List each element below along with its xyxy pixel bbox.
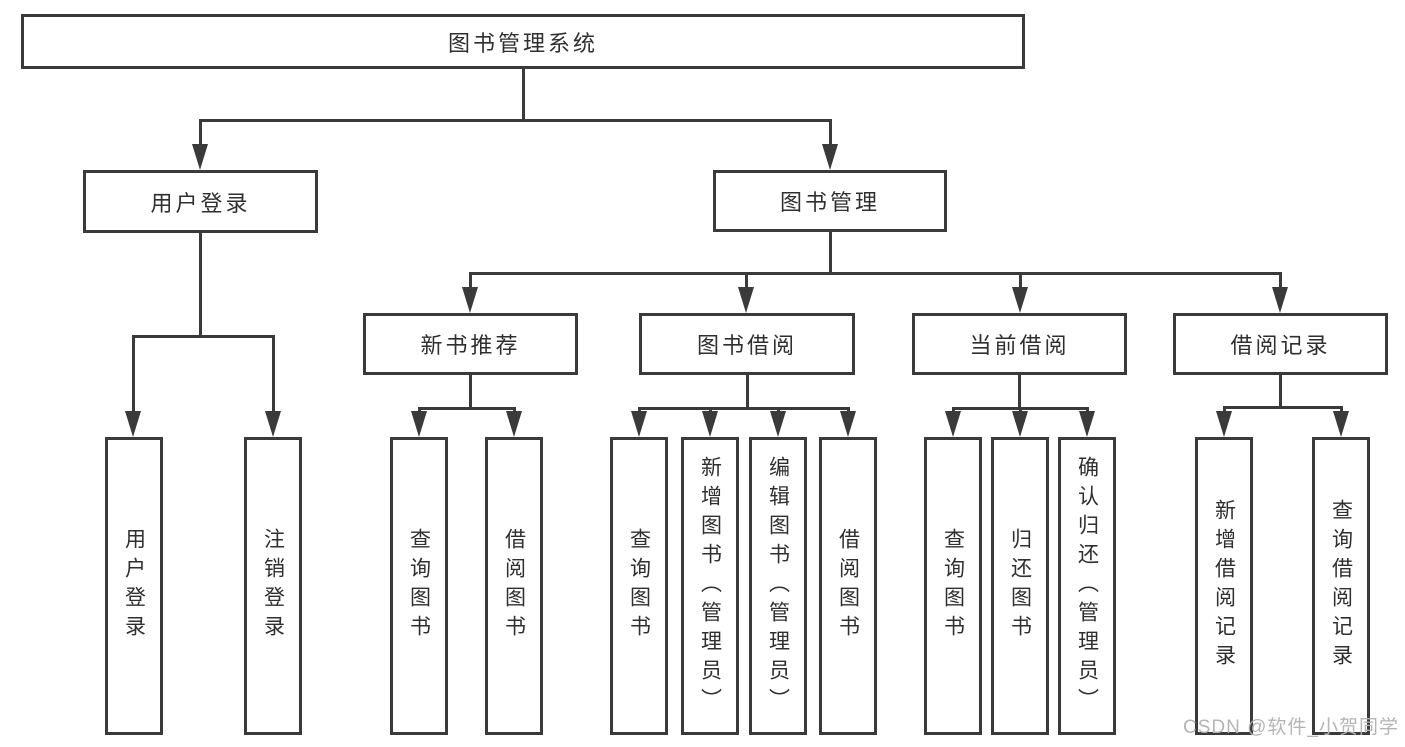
arrowhead-borrowrecord xyxy=(1272,287,1288,313)
leaf-logout: 注销登录 xyxy=(244,437,302,735)
leaf-edit-books-admin-label: 编辑图书（管理员） xyxy=(766,455,790,717)
connector-drop-user-login xyxy=(198,119,202,156)
connector-newbook-stem xyxy=(468,375,472,407)
leaf-confirm-return-admin: 确认归还（管理员） xyxy=(1058,437,1116,735)
leaf-borrow-books-recommend-label: 借阅图书 xyxy=(502,528,526,644)
leaf-add-borrow-record-label: 新增借阅记录 xyxy=(1212,499,1236,673)
leaf-query-books-recommend-label: 查询图书 xyxy=(407,528,431,644)
leaf-return-books: 归还图书 xyxy=(991,437,1049,735)
node-user-login: 用户登录 xyxy=(83,170,318,233)
arrowhead-cb1 xyxy=(945,411,961,437)
arrowhead-br2 xyxy=(1333,411,1349,437)
leaf-add-books-admin: 新增图书（管理员） xyxy=(681,437,739,735)
node-book-borrow-label: 图书借阅 xyxy=(696,333,797,358)
node-book-borrow: 图书借阅 xyxy=(639,313,855,375)
node-new-book-recommend-label: 新书推荐 xyxy=(420,333,521,358)
connector-drop-leaf-logout xyxy=(271,335,275,415)
leaf-query-borrow-record-label: 查询借阅记录 xyxy=(1329,499,1353,673)
connector-bb-bar xyxy=(637,407,850,410)
arrowhead-user-login xyxy=(192,144,208,170)
connector-bb-stem xyxy=(745,375,749,407)
node-borrow-records-label: 借阅记录 xyxy=(1230,333,1331,358)
root-node-label: 图书管理系统 xyxy=(447,30,598,56)
connector-root-bar xyxy=(198,119,832,122)
leaf-borrow-books-recommend: 借阅图书 xyxy=(485,437,543,735)
arrowhead-book-mgmt xyxy=(822,144,838,170)
connector-bookmgmt-bar xyxy=(468,272,1282,275)
connector-drop-br2 xyxy=(1339,406,1343,415)
node-user-login-label: 用户登录 xyxy=(150,190,251,216)
watermark: CSDN @软件_小贺同学 xyxy=(1183,717,1399,738)
leaf-query-books-current-label: 查询图书 xyxy=(941,528,965,644)
arrowhead-bookborrow xyxy=(738,287,754,313)
connector-br-stem xyxy=(1279,375,1282,406)
arrowhead-br1 xyxy=(1216,411,1232,437)
arrowhead-leaf-logout xyxy=(265,411,281,437)
connector-drop-leaf-login xyxy=(131,335,135,415)
node-new-book-recommend: 新书推荐 xyxy=(363,313,578,375)
connector-cb-stem xyxy=(1018,375,1021,407)
root-node: 图书管理系统 xyxy=(21,14,1025,69)
node-borrow-records: 借阅记录 xyxy=(1173,313,1388,375)
arrowhead-currentborrow xyxy=(1012,287,1028,313)
leaf-confirm-return-admin-label: 确认归还（管理员） xyxy=(1075,455,1099,717)
node-book-management-label: 图书管理 xyxy=(779,190,880,215)
leaf-query-borrow-record: 查询借阅记录 xyxy=(1312,437,1370,735)
leaf-user-login-label: 用户登录 xyxy=(122,528,146,644)
arrowhead-leaf-login xyxy=(125,411,141,437)
connector-bookmgmt-stem xyxy=(828,232,832,272)
leaf-edit-books-admin: 编辑图书（管理员） xyxy=(749,437,807,735)
arrowhead-cb3 xyxy=(1079,411,1095,437)
connector-drop-br1 xyxy=(1222,406,1226,415)
connector-newbook-bar xyxy=(417,407,516,410)
connector-drop-borrowrecord xyxy=(1278,272,1282,292)
arrowhead-bb1 xyxy=(631,411,647,437)
connector-drop-currentborrow xyxy=(1018,272,1022,292)
leaf-logout-label: 注销登录 xyxy=(261,528,285,644)
arrowhead-newbook xyxy=(462,287,478,313)
arrowhead-cb2 xyxy=(1012,411,1028,437)
connector-br-bar xyxy=(1222,406,1343,409)
leaf-user-login: 用户登录 xyxy=(105,437,163,735)
arrowhead-bb3 xyxy=(770,411,786,437)
arrowhead-bb2 xyxy=(702,411,718,437)
connector-userlogin-bar xyxy=(131,335,275,338)
connector-userlogin-stem xyxy=(198,233,202,335)
leaf-add-borrow-record: 新增借阅记录 xyxy=(1195,437,1253,735)
node-current-borrow-label: 当前借阅 xyxy=(969,333,1070,358)
leaf-return-books-label: 归还图书 xyxy=(1008,528,1032,644)
arrowhead-bb4 xyxy=(840,411,856,437)
connector-root-stem xyxy=(521,69,525,119)
leaf-query-books-borrow-label: 查询图书 xyxy=(627,528,651,644)
arrowhead-nb1 xyxy=(411,411,427,437)
arrowhead-nb2 xyxy=(506,411,522,437)
connector-drop-newbook xyxy=(468,272,472,292)
leaf-query-books-borrow: 查询图书 xyxy=(610,437,668,735)
node-current-borrow: 当前借阅 xyxy=(912,313,1127,375)
leaf-query-books-recommend: 查询图书 xyxy=(390,437,448,735)
leaf-query-books-current: 查询图书 xyxy=(924,437,982,735)
leaf-borrow-books: 借阅图书 xyxy=(819,437,877,735)
connector-drop-bookborrow xyxy=(744,272,748,292)
node-book-management: 图书管理 xyxy=(713,170,947,232)
connector-drop-book-mgmt xyxy=(828,119,832,156)
leaf-borrow-books-label: 借阅图书 xyxy=(836,528,860,644)
leaf-add-books-admin-label: 新增图书（管理员） xyxy=(698,455,722,717)
